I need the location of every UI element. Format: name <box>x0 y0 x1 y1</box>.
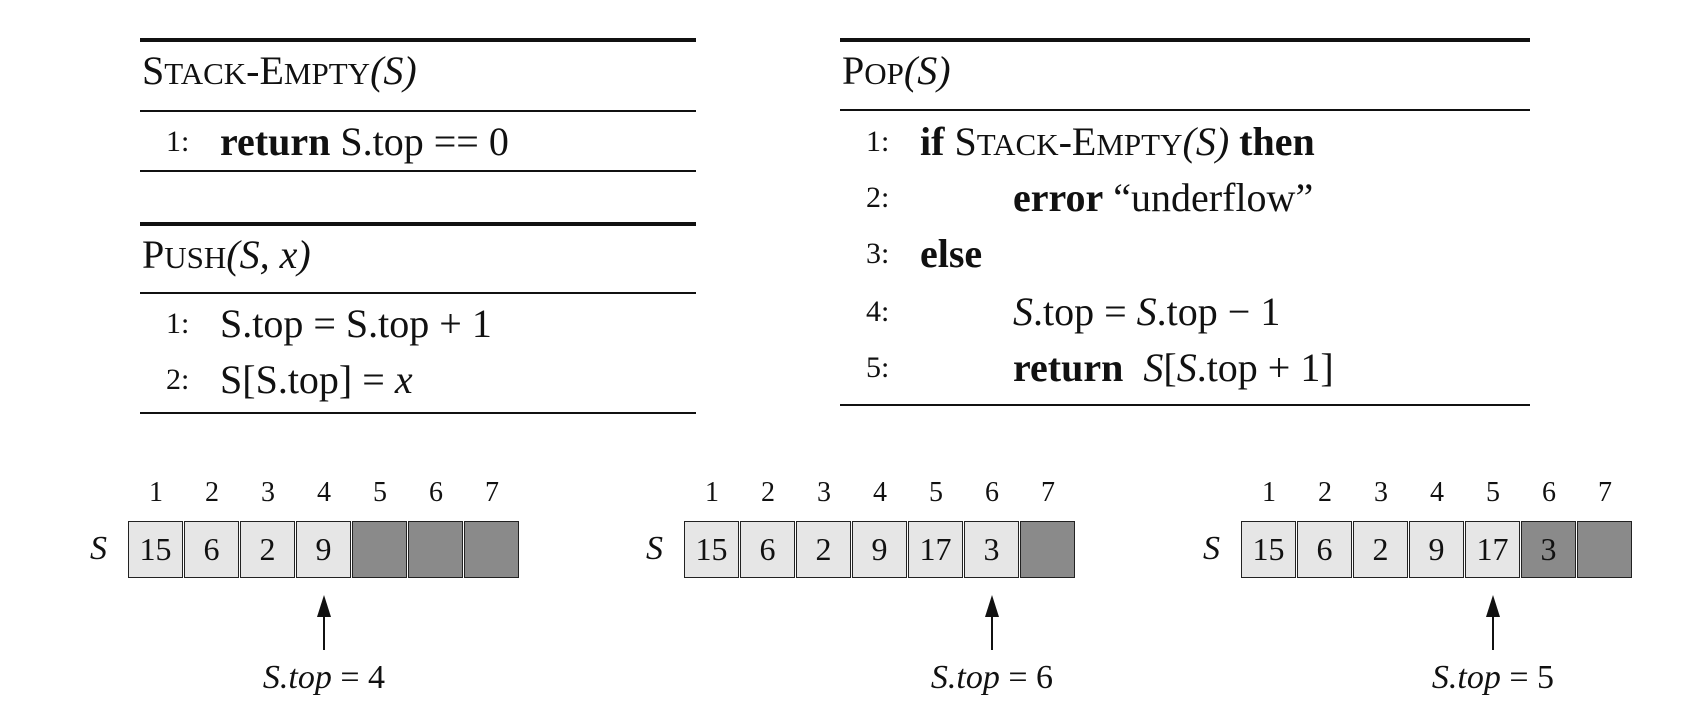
array-index: 3 <box>261 477 275 508</box>
array-cell: 6 <box>740 521 795 578</box>
line-number: 2: <box>166 363 190 396</box>
top-rule <box>140 222 696 226</box>
array-symbol: S <box>646 530 663 567</box>
array-index: 1 <box>1262 477 1276 508</box>
top-pointer-label: S.top = 4 <box>262 659 386 696</box>
array-cell: 3 <box>1521 521 1576 578</box>
array-cell: 17 <box>1465 521 1520 578</box>
algorithm-pop: POP(S) 1: if STACK-EMPTY(S) then 2: erro… <box>840 38 1530 410</box>
array-cell <box>1020 521 1075 578</box>
array-symbol: S <box>90 530 107 567</box>
array-index: 7 <box>485 477 499 508</box>
array-index: 1 <box>705 477 719 508</box>
bottom-rule <box>140 170 696 172</box>
line-number: 1: <box>166 307 190 340</box>
array-cell: 2 <box>240 521 295 578</box>
line-number: 1: <box>166 125 190 158</box>
header-rule <box>140 292 696 294</box>
arrow-up-icon <box>1486 595 1500 617</box>
array-cell: 15 <box>684 521 739 578</box>
array-index: 1 <box>149 477 163 508</box>
array-index: 3 <box>817 477 831 508</box>
code-line: S.top = S.top + 1 <box>220 301 492 346</box>
array-index: 7 <box>1041 477 1055 508</box>
array-cell <box>352 521 407 578</box>
algorithm-stack-empty: STACK-EMPTY(S) 1: return S.top == 0 <box>140 38 696 178</box>
line-number: 5: <box>866 351 890 384</box>
code-line: S[S.top] = x <box>220 357 413 402</box>
array-index: 6 <box>1542 477 1556 508</box>
array-index: 6 <box>985 477 999 508</box>
algorithm-title: STACK-EMPTY(S) <box>142 48 417 93</box>
line-number: 3: <box>866 237 890 270</box>
algorithm-title: PUSH(S, x) <box>142 232 311 277</box>
top-pointer-label: S.top = 6 <box>930 659 1054 696</box>
array-index: 7 <box>1598 477 1612 508</box>
array-cell: 17 <box>908 521 963 578</box>
bottom-rule <box>140 412 696 414</box>
array-cell: 3 <box>964 521 1019 578</box>
line-number: 1: <box>866 125 890 158</box>
array-cell <box>464 521 519 578</box>
arrow-up-icon <box>985 595 999 617</box>
array-index: 2 <box>761 477 775 508</box>
bottom-rule <box>840 404 1530 406</box>
array-symbol: S <box>1203 530 1220 567</box>
header-rule <box>840 109 1530 111</box>
array-index: 3 <box>1374 477 1388 508</box>
code-line: return S.top == 0 <box>220 119 509 164</box>
algorithm-push: PUSH(S, x) 1: S.top = S.top + 1 2: S[S.t… <box>140 222 696 418</box>
array-cell: 6 <box>1297 521 1352 578</box>
array-index: 6 <box>429 477 443 508</box>
array-index: 4 <box>1430 477 1444 508</box>
array-cell: 9 <box>852 521 907 578</box>
code-line: return S[S.top + 1] <box>1013 345 1334 390</box>
array-cell <box>1577 521 1632 578</box>
line-number: 4: <box>866 295 890 328</box>
arrow-up-icon <box>317 595 331 617</box>
code-line: S.top = S.top − 1 <box>1013 289 1281 334</box>
array-cell: 6 <box>184 521 239 578</box>
array-index: 2 <box>1318 477 1332 508</box>
array-index: 4 <box>873 477 887 508</box>
array-index: 2 <box>205 477 219 508</box>
code-line: if STACK-EMPTY(S) then <box>920 119 1315 164</box>
array-cell: 15 <box>1241 521 1296 578</box>
array-cell: 15 <box>128 521 183 578</box>
array-index: 5 <box>373 477 387 508</box>
code-line: error “underflow” <box>1013 175 1314 220</box>
array-cell: 2 <box>796 521 851 578</box>
array-index: 5 <box>1486 477 1500 508</box>
array-index: 5 <box>929 477 943 508</box>
array-cell <box>408 521 463 578</box>
array-cell: 9 <box>296 521 351 578</box>
algorithm-title: POP(S) <box>842 48 951 93</box>
line-number: 2: <box>866 181 890 214</box>
code-line: else <box>920 231 983 276</box>
arrow-shaft <box>323 612 325 650</box>
top-rule <box>140 38 696 42</box>
array-index: 4 <box>317 477 331 508</box>
array-cell: 2 <box>1353 521 1408 578</box>
arrow-shaft <box>1492 612 1494 650</box>
header-rule <box>140 110 696 112</box>
top-pointer-label: S.top = 5 <box>1431 659 1555 696</box>
arrow-shaft <box>991 612 993 650</box>
top-rule <box>840 38 1530 42</box>
array-cell: 9 <box>1409 521 1464 578</box>
